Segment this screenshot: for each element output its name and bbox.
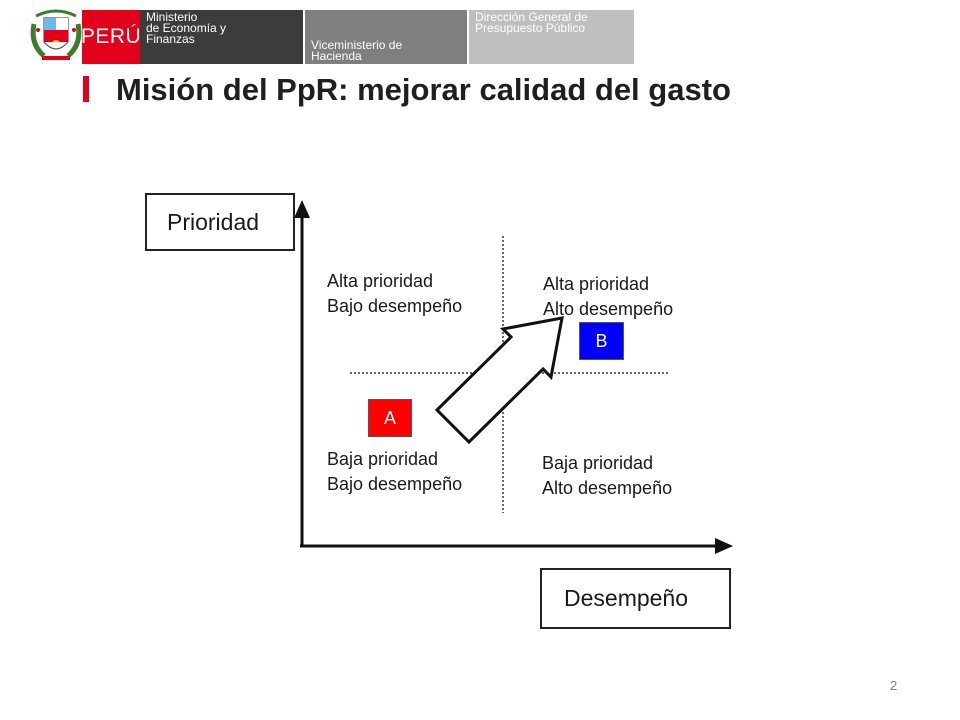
coat-of-arms-logo (30, 9, 82, 60)
x-axis-label-box: Desempeño (540, 568, 731, 629)
improvement-arrow (434, 316, 564, 445)
x-axis-arrowhead (715, 538, 733, 554)
quadrant-bottom-right-label: Baja prioridad Alto desempeño (542, 453, 673, 498)
page-number: 2 (890, 678, 898, 693)
y-axis-arrowhead (294, 200, 310, 218)
quadrant-top-right-label: Alta prioridad Alto desempeño (543, 274, 674, 319)
country-badge: PERÚ (81, 10, 141, 64)
title-accent-bar (83, 76, 89, 102)
quadrant-top-left-label: Alta prioridad Bajo desempeño (327, 271, 463, 316)
page-title: Misión del PpR: mejorar calidad del gast… (116, 72, 731, 107)
quadrant-bottom-left-label: Baja prioridad Bajo desempeño (327, 449, 463, 494)
directorate-label: Dirección General de Presupuesto Público (469, 10, 634, 64)
ministry-label: Ministerio de Economía y Finanzas (140, 10, 303, 64)
vice-ministry-label: Viceministerio de Hacienda (305, 10, 467, 64)
marker-b: B (579, 322, 624, 360)
marker-a: A (368, 399, 412, 437)
y-axis-label-box: Prioridad (145, 193, 295, 251)
